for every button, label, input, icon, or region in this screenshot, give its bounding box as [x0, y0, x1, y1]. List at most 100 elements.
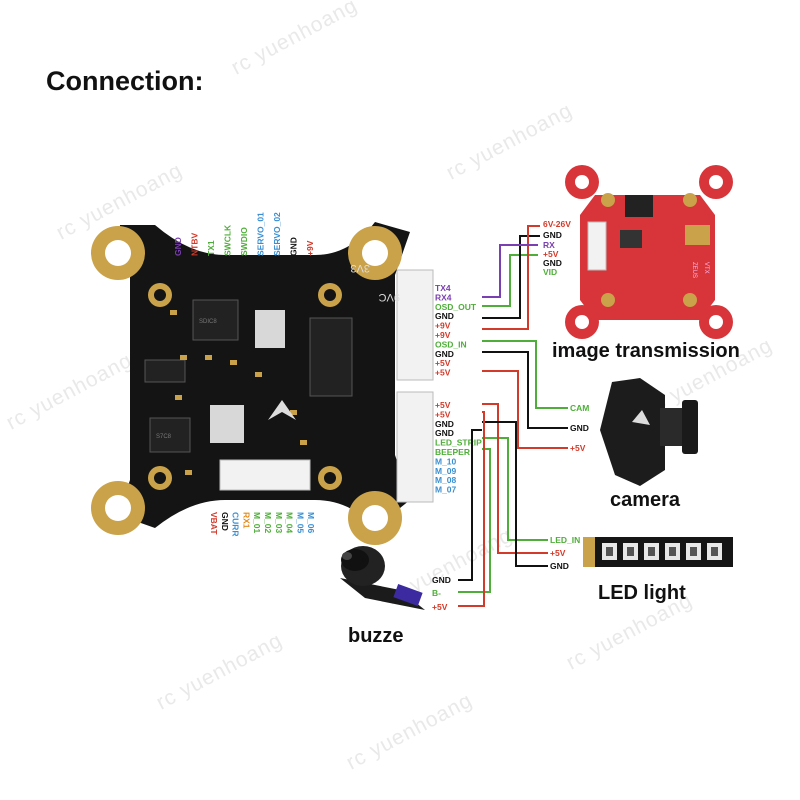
vtx-chip — [625, 195, 653, 217]
wire-5v-cam — [482, 370, 568, 449]
chip — [255, 310, 285, 348]
mount-hole — [362, 240, 388, 266]
pin-label: TX1 — [206, 240, 216, 256]
pin-label: +9V — [435, 321, 451, 331]
vtx-antenna-connector — [685, 225, 710, 245]
buzzer-caption: buzze — [348, 625, 404, 647]
led-die — [606, 547, 613, 556]
vtx-connector — [587, 221, 607, 271]
wire-gnd-cam — [482, 351, 568, 429]
wire-gnd-led — [482, 421, 548, 567]
camera-lens-mount — [660, 408, 682, 446]
pin-label: M_04 — [285, 512, 295, 534]
pin-label: NTBV — [190, 233, 200, 256]
pin-label: M_02 — [263, 512, 273, 534]
pin-label: RX1 — [241, 512, 251, 529]
pin-label: +5V — [435, 358, 451, 368]
pin-label: VID — [543, 267, 557, 277]
vtx-chip — [620, 230, 642, 248]
pin-label: +5V — [435, 400, 451, 410]
fc-right-lower-pin-labels: +5V+5VGNDGNDLED_STRIPBEEPERM_10M_09M_08M… — [435, 400, 482, 495]
pin-label: CURR — [231, 512, 241, 537]
pin-label: VBAT — [209, 512, 219, 535]
pin-label: SERVO_02 — [272, 212, 282, 256]
led-die — [690, 547, 697, 556]
pin-label: M_05 — [295, 512, 305, 534]
connector-lower — [396, 391, 434, 503]
mount-hole — [105, 240, 131, 266]
wire-rx4-rx — [482, 244, 538, 298]
led-die — [711, 547, 718, 556]
board-logo — [268, 400, 296, 420]
pin-label: RX — [543, 240, 555, 250]
pin-label: SWDIO — [239, 227, 249, 256]
pin-label: M_08 — [435, 475, 457, 485]
pin-label: SWCLK — [223, 224, 233, 256]
pin-label: +5V — [432, 602, 448, 612]
pin-label: GND — [543, 230, 562, 240]
pin-label: OSD_IN — [435, 339, 467, 349]
pin-label: GND — [435, 311, 454, 321]
pin-label: OSD_OUT — [435, 302, 477, 312]
pin-label: GND — [435, 349, 454, 359]
mount-hole — [362, 505, 388, 531]
wire-led-strip — [482, 437, 548, 541]
led-caption: LED light — [598, 582, 686, 604]
pin-label: CAM — [570, 403, 589, 413]
flight-controller-board: SDIC8 S7C8 3V3 9VC — [91, 222, 434, 545]
buzzer — [340, 546, 425, 610]
led-die — [669, 547, 676, 556]
pin-label: +5V — [543, 249, 559, 259]
silkscreen-9v: 9VC — [379, 291, 400, 303]
pin-label: +5V — [570, 443, 586, 453]
led-strip — [583, 537, 733, 567]
wire-5v-led — [482, 403, 548, 554]
vtx-silkscreen: VTX — [703, 262, 709, 274]
chip — [192, 299, 239, 341]
wires — [458, 225, 568, 607]
pin-label: M_01 — [252, 512, 262, 534]
vtx-caption: image transmission — [552, 340, 740, 362]
wire-gnd-vtx — [482, 235, 540, 319]
pin-label: 6V-26V — [543, 219, 571, 229]
pin-label: SERVO_01 — [256, 212, 266, 256]
connector-upper — [396, 269, 434, 381]
chip-label: S7C8 — [156, 434, 172, 440]
pin-label: +9V — [305, 240, 315, 256]
mount-hole — [105, 495, 131, 521]
chip — [309, 317, 353, 397]
silkscreen-3v3: 3V3 — [350, 262, 370, 274]
led-die — [627, 547, 634, 556]
wire-osd-out-vid — [482, 254, 538, 307]
pin-label: M_09 — [435, 466, 457, 476]
pin-label: M_06 — [306, 512, 316, 534]
camera — [600, 378, 698, 486]
wire-9v-vtx — [482, 225, 540, 330]
vtx-board: ZEUS VTX — [565, 165, 733, 339]
chip — [210, 405, 244, 443]
camera-caption: camera — [610, 489, 681, 511]
pin-label: +5V — [550, 548, 566, 558]
pin-label: GND — [570, 423, 589, 433]
pin-label: RX4 — [435, 292, 452, 302]
led-die — [648, 547, 655, 556]
camera-pin-labels: CAM GND +5V — [570, 403, 589, 453]
pin-label: M_07 — [435, 485, 457, 495]
pin-label: +5V — [435, 368, 451, 378]
pin-label: GND — [432, 575, 451, 585]
pin-label: GND — [173, 237, 183, 256]
pin-label: M_03 — [274, 512, 284, 534]
wire-beeper — [458, 448, 491, 593]
pin-label: GND — [220, 512, 230, 531]
wire-osd-in-cam — [482, 340, 568, 409]
page-title: Connection: — [46, 66, 204, 96]
wire-gnd-buzzer — [458, 429, 482, 581]
pin-label: B- — [432, 588, 441, 598]
vtx-silkscreen: ZEUS — [691, 262, 697, 278]
pin-label: LED_IN — [550, 535, 580, 545]
